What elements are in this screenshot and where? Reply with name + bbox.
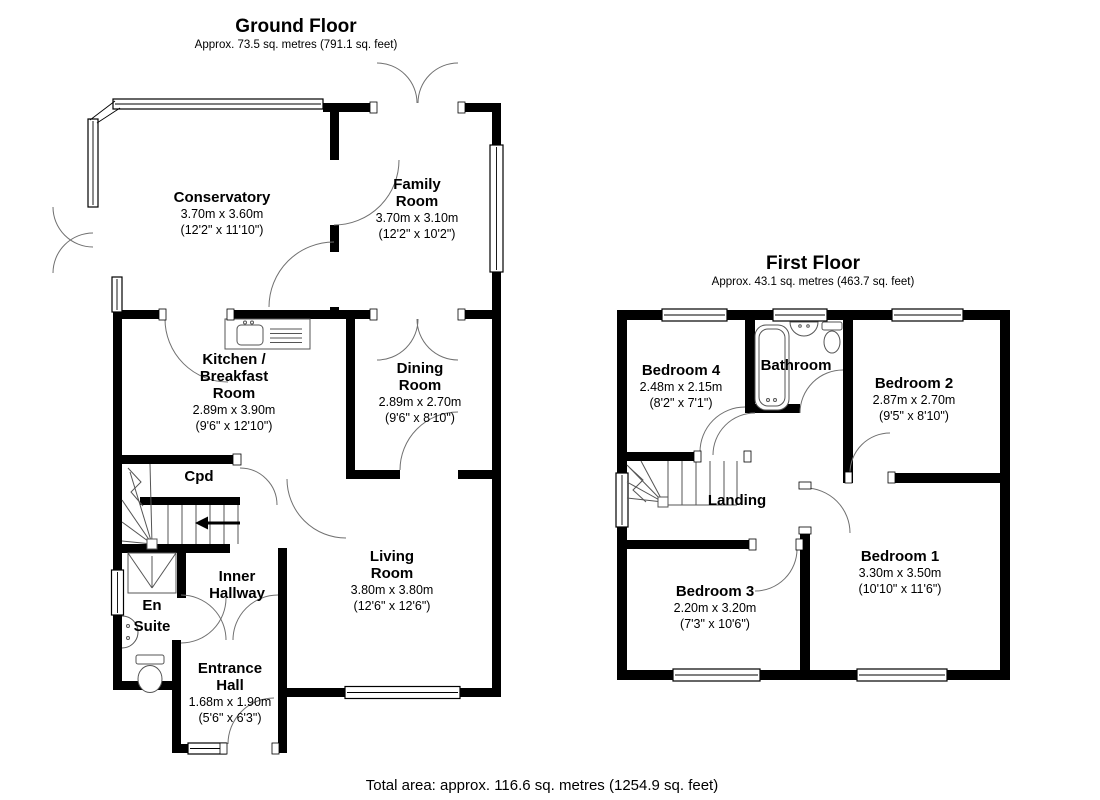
- room-label-bedroom-3: Bedroom 3 2.20m x 3.20m (7'3" x 10'6"): [673, 583, 757, 631]
- first-floor-title: First Floor Approx. 43.1 sq. metres (463…: [712, 253, 915, 289]
- ground-door-jambs: [158, 101, 466, 755]
- room-label-bedroom-1: Bedroom 1 3.30m x 3.50m (10'10" x 11'6"): [858, 548, 942, 596]
- first-floor-title-text: First Floor: [766, 253, 860, 274]
- room-label-bathroom: Bathroom: [760, 357, 832, 374]
- room-label-kitchen: Kitchen / Breakfast Room 2.89m x 3.90m (…: [192, 351, 276, 433]
- kitchen-sink: [224, 318, 311, 350]
- room-label-landing: Landing: [707, 492, 767, 509]
- ground-floor-title-text: Ground Floor: [235, 16, 357, 37]
- bathtub: [754, 324, 790, 411]
- room-label-inner-hallway: Inner Hallway: [209, 568, 265, 602]
- room-label-entrance-hall: Entrance Hall 1.68m x 1.90m (5'6" x 6'3"…: [188, 660, 272, 725]
- room-label-bedroom-2: Bedroom 2 2.87m x 2.70m (9'5" x 8'10"): [872, 375, 956, 423]
- first-door-arcs: [699, 369, 891, 592]
- room-label-bedroom-4: Bedroom 4 2.48m x 2.15m (8'2" x 7'1"): [639, 362, 723, 410]
- stairs-ground: [121, 463, 239, 550]
- ground-floor-title: Ground Floor Approx. 73.5 sq. metres (79…: [195, 16, 398, 52]
- room-label-dining-room: Dining Room 2.89m x 2.70m (9'6" x 8'10"): [378, 360, 462, 425]
- total-area-text: Total area: approx. 116.6 sq. metres (12…: [365, 777, 719, 794]
- room-label-en-suite: En Suite: [133, 597, 171, 635]
- ground-floor-area-text: Approx. 73.5 sq. metres (791.1 sq. feet): [194, 39, 398, 51]
- shower: [127, 552, 177, 594]
- toilet-ground: [135, 654, 165, 693]
- room-label-conservatory: Conservatory 3.70m x 3.60m (12'2" x 11'1…: [173, 189, 271, 237]
- room-label-family-room: Family Room 3.70m x 3.10m (12'2" x 10'2"…: [375, 176, 459, 241]
- first-door-jambs: [693, 450, 896, 551]
- first-floor-area-text: Approx. 43.1 sq. metres (463.7 sq. feet): [711, 276, 915, 288]
- room-label-cpd: Cpd: [184, 468, 214, 485]
- first-window-midlines: [621, 314, 961, 676]
- bathroom-sink: [789, 321, 819, 337]
- ground-floor-plan: [52, 62, 504, 755]
- stairs-first: [626, 460, 738, 508]
- stairs-direction-arrow: [195, 516, 240, 530]
- first-floor-plan: [615, 308, 1010, 682]
- ground-door-arcs: [52, 62, 459, 745]
- toilet-first: [821, 321, 843, 354]
- ground-window-midlines: [89, 100, 497, 749]
- ground-walls: [113, 103, 501, 753]
- basin: [121, 615, 139, 649]
- room-label-living-room: Living Room 3.80m x 3.80m (12'6" x 12'6"…: [350, 548, 434, 613]
